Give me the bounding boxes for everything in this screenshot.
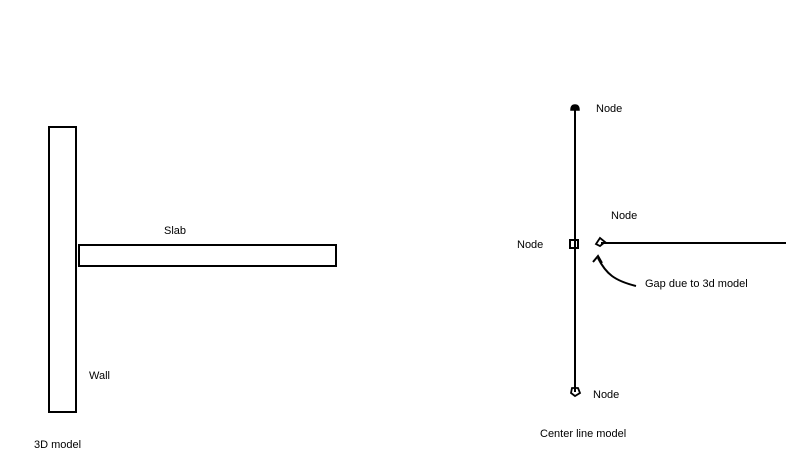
node-bottom-marker: [570, 387, 582, 398]
node-right-label: Node: [611, 210, 637, 222]
node-middle-label: Node: [517, 239, 543, 251]
3d-model: Slab Wall 3D model: [34, 126, 337, 451]
gap-arrow: [597, 257, 637, 287]
node-top-marker: [570, 104, 580, 111]
node-top-label: Node: [596, 103, 622, 115]
slab-label: Slab: [164, 225, 186, 237]
node-right-marker: [594, 236, 607, 248]
slab-shape: [78, 244, 337, 267]
wall-label: Wall: [89, 370, 110, 382]
gap-arrow-head: [592, 254, 603, 264]
node-bottom-label: Node: [593, 389, 619, 401]
center-line-model-caption: Center line model: [540, 428, 626, 440]
wall-shape: [48, 126, 77, 413]
3d-model-caption: 3D model: [34, 439, 81, 451]
center-line-model: Node Node Node Node Gap due to 3d model …: [517, 103, 786, 440]
gap-annotation: Gap due to 3d model: [645, 278, 748, 290]
node-middle-marker: [569, 239, 579, 249]
